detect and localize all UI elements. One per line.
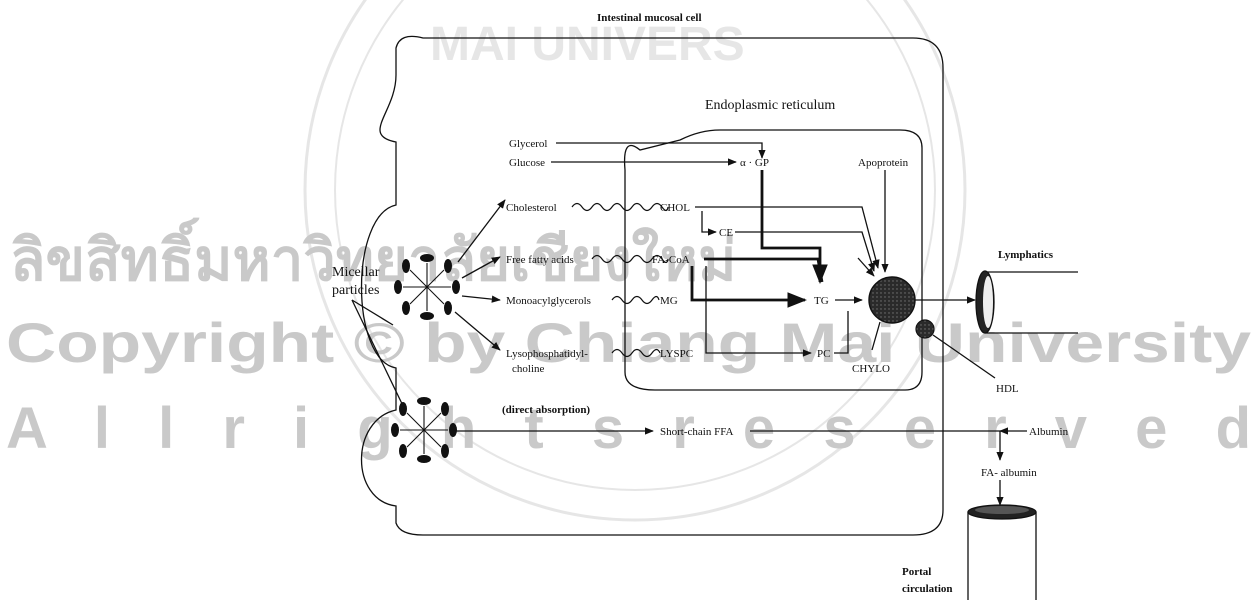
arrow-ce-chylo (735, 232, 874, 271)
lyso-label-2: choline (512, 363, 544, 375)
lyspc-label: LYSPC (660, 348, 693, 360)
portal-vessel (968, 505, 1036, 600)
chol-label: CHOL (660, 202, 690, 214)
cell-title: Intestinal mucosal cell (597, 12, 702, 24)
pc-label: PC (817, 348, 830, 360)
albumin-label: Albumin (1029, 426, 1069, 438)
tg-label: TG (814, 295, 829, 307)
hdl-label: HDL (996, 383, 1019, 395)
facoa-label: FA-CoA (652, 254, 690, 266)
chylo-label: CHYLO (852, 363, 890, 375)
arrow-to-mag (462, 296, 500, 300)
scffa-label: Short-chain FFA (660, 426, 733, 438)
arrow-agp-tg (762, 170, 820, 282)
glycerol-label: Glycerol (509, 138, 547, 150)
apoprotein-label: Apoprotein (858, 157, 909, 169)
micellar-label-2: particles (332, 283, 379, 298)
wavy-mag (612, 297, 659, 304)
wavy-cholesterol (572, 204, 668, 211)
seal-text: MAI UNIVERS (430, 18, 745, 71)
mg-label: MG (660, 295, 678, 307)
mag-label: Monoacylglycerols (506, 295, 591, 307)
watermark-copyright: Copyright © by Chiang Mai University (6, 311, 1251, 374)
micelle-bottom (391, 397, 457, 463)
er-title: Endoplasmic reticulum (705, 98, 835, 113)
ce-label: CE (719, 227, 733, 239)
glucose-label: Glucose (509, 157, 545, 169)
watermark-thai: ลิขสิทธิ์มหาวิทยาลัยเชียงใหม่ (10, 217, 736, 293)
watermark: MAI UNIVERS ลิขสิทธิ์มหาวิทยาลัยเชียงใหม… (6, 0, 1251, 520)
portal-label-1: Portal (902, 566, 931, 578)
ffa-label: Free fatty acids (506, 254, 574, 266)
hdl-particle (916, 320, 934, 338)
portal-label-2: circulation (902, 583, 953, 595)
direct-absorption-label: (direct absorption) (502, 404, 590, 416)
fa-albumin-label: FA- albumin (981, 467, 1037, 479)
micelle-top (394, 254, 460, 320)
cholesterol-label: Cholesterol (506, 202, 557, 214)
lyso-label-1: Lysophosphatidyl- (506, 348, 588, 360)
arrow-facoa-chylo (858, 258, 874, 276)
micellar-label-1: Micellar (332, 265, 380, 280)
lymphatics-label: Lymphatics (998, 249, 1054, 261)
chylomicron-particle (869, 277, 915, 323)
agp-label: α · GP (740, 157, 769, 169)
